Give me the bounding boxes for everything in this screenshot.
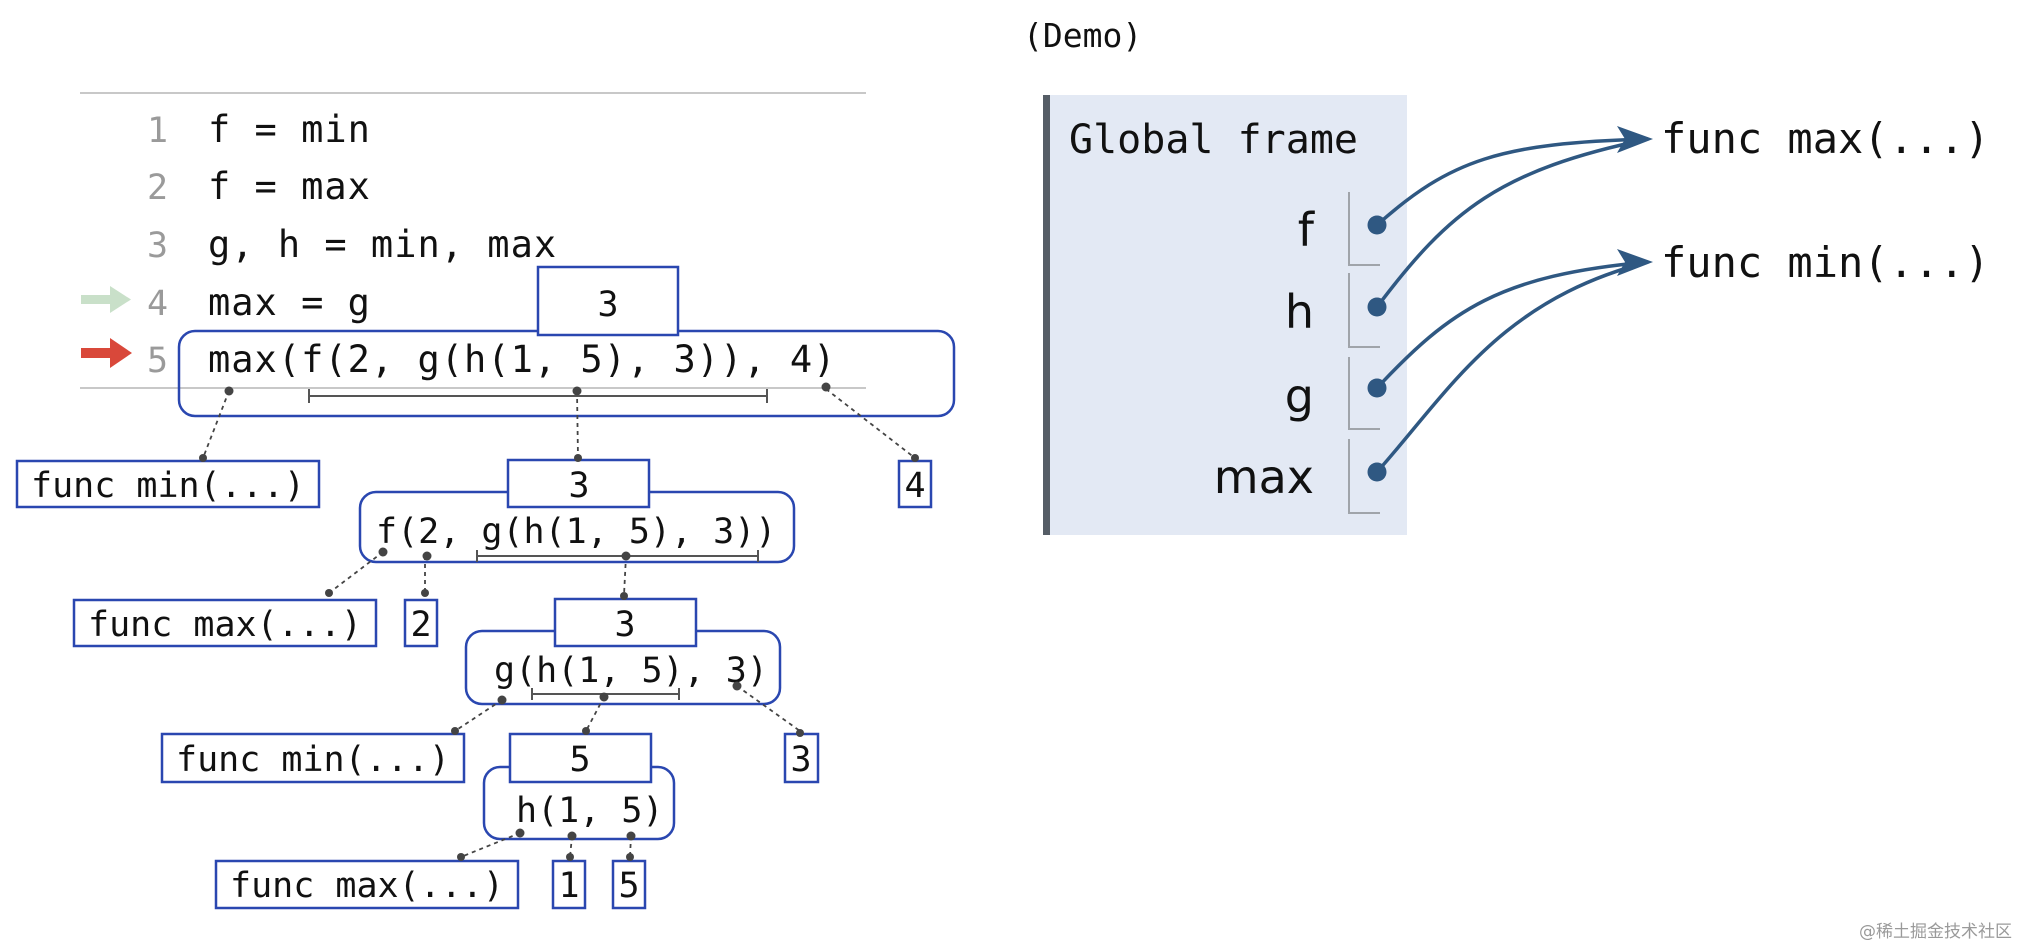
root-value-box xyxy=(536,265,680,337)
g-func-box xyxy=(160,732,466,784)
pointer-arrows xyxy=(1375,137,1649,474)
heap-object-label: func max(...) xyxy=(1661,114,1990,163)
code-line: max = g xyxy=(208,281,371,324)
h-call-expr: h(1, 5) xyxy=(516,791,664,831)
pointer-max xyxy=(1375,260,1649,474)
tree-connectors xyxy=(202,388,916,858)
frame-var-name: g xyxy=(1285,369,1314,423)
code-panel: 1 f = min 2 f = max 3 g, h = min, max 4 … xyxy=(80,92,866,389)
line-number: 2 xyxy=(147,168,168,208)
f-arg-label: 2 xyxy=(410,605,431,645)
frame-var-name: max xyxy=(1214,450,1314,504)
prev-line-arrow-icon xyxy=(81,286,131,313)
h-func-label: func max(...) xyxy=(230,866,504,906)
global-frame: Global frame f h g max xyxy=(1043,95,1407,535)
root-func-label: func min(...) xyxy=(31,466,305,506)
pointer-dots xyxy=(1367,215,1387,482)
operand-bracket xyxy=(476,550,759,562)
f-value: 3 xyxy=(568,466,589,506)
g-func-label: func min(...) xyxy=(176,740,450,780)
root-value: 3 xyxy=(597,285,618,325)
h-value-box xyxy=(508,732,653,784)
heap-object-label: func min(...) xyxy=(1661,238,1990,287)
f-arg-box xyxy=(403,598,439,648)
g-call-expr: g(h(1, 5), 3) xyxy=(494,651,768,691)
root-arg-box xyxy=(897,459,933,509)
root-func-box xyxy=(15,459,321,509)
line-number: 5 xyxy=(147,341,168,381)
current-line-arrow-icon xyxy=(81,338,132,368)
g-value: 3 xyxy=(614,605,635,645)
f-value-box xyxy=(506,458,651,509)
pointer-f xyxy=(1375,137,1649,227)
arrowhead-icon xyxy=(1617,249,1653,276)
code-line: max(f(2, g(h(1, 5), 3)), 4) xyxy=(208,338,836,381)
tree-connector-dots xyxy=(199,382,919,861)
f-call-expr: f(2, g(h(1, 5), 3)) xyxy=(376,512,776,552)
h-func-box xyxy=(214,859,520,910)
line-number: 1 xyxy=(147,111,168,151)
pointer-h xyxy=(1375,137,1649,309)
operand-bracket xyxy=(308,389,768,403)
expression-tree: 3 func min(...) 4 3 f(2, g(h(1, 5), 3)) … xyxy=(15,265,956,910)
pointer-g xyxy=(1375,260,1649,390)
frame-value-slots xyxy=(1348,192,1380,514)
frame-title: Global frame xyxy=(1069,117,1358,163)
frame-background xyxy=(1043,95,1407,535)
watermark: @稀土掘金技术社区 xyxy=(1859,922,2012,942)
h-arg2-box xyxy=(611,859,647,910)
demo-label: (Demo) xyxy=(1023,16,1142,55)
f-func-label: func max(...) xyxy=(88,605,362,645)
frame-var-name: h xyxy=(1285,285,1314,339)
arrowhead-icon xyxy=(1617,126,1653,153)
h-arg1-box xyxy=(551,859,587,910)
pointer-arrowheads xyxy=(1617,126,1653,276)
h-arg1-label: 1 xyxy=(558,866,579,906)
h-value: 5 xyxy=(569,740,590,780)
code-line: g, h = min, max xyxy=(208,223,557,266)
code-line: f = max xyxy=(208,165,371,208)
line-number: 3 xyxy=(147,226,168,266)
f-func-box xyxy=(72,598,378,648)
line-number: 4 xyxy=(147,284,168,324)
code-line: f = min xyxy=(208,108,371,151)
frame-left-border xyxy=(1043,95,1050,535)
root-arg-label: 4 xyxy=(904,466,925,506)
g-arg-label: 3 xyxy=(790,740,811,780)
h-arg2-label: 5 xyxy=(618,866,639,906)
frame-var-name: f xyxy=(1298,203,1316,257)
